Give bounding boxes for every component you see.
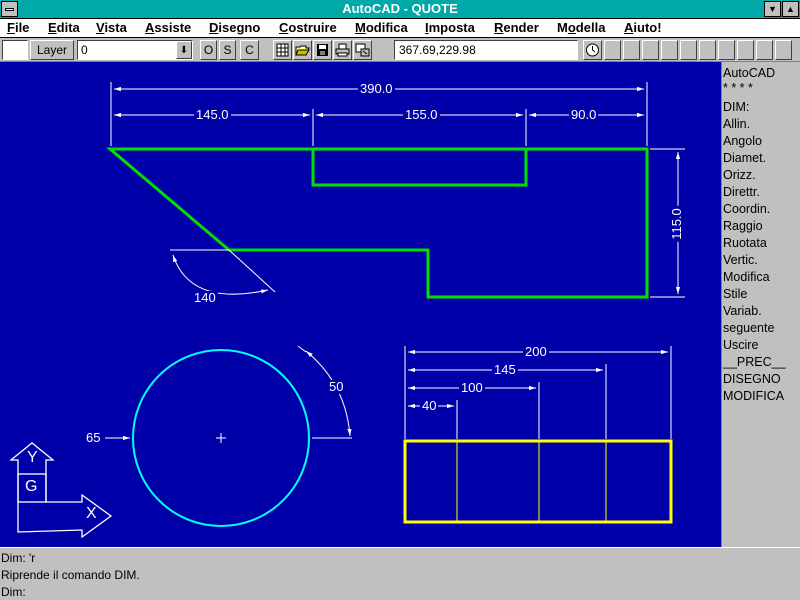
side-menu-modifica-caps[interactable]: MODIFICA — [723, 389, 785, 403]
toolbar-blank-button-6[interactable] — [699, 40, 716, 60]
toolbar-blank-button-2[interactable] — [623, 40, 640, 60]
layer-select[interactable]: 0 ⬇ — [77, 40, 193, 60]
dim-390: 390.0 — [358, 81, 395, 96]
side-menu-orizz[interactable]: Orizz. — [723, 168, 756, 182]
dim-200: 200 — [523, 344, 549, 359]
angle-dimension-lines — [170, 249, 276, 295]
maximize-button[interactable]: ▲ — [782, 1, 799, 17]
circle-dimension-lines — [105, 345, 352, 443]
toolbar-blank-button-7[interactable] — [718, 40, 735, 60]
dim-90: 90.0 — [569, 107, 599, 122]
toolbar-blank-button-3[interactable] — [642, 40, 659, 60]
dropdown-arrow-icon[interactable]: ⬇ — [176, 41, 192, 59]
menu-file[interactable]: File — [7, 20, 30, 35]
dim-145b: 145 — [492, 362, 518, 377]
green-slot[interactable] — [311, 147, 528, 187]
side-menu-prec[interactable]: __PREC__ — [723, 355, 786, 369]
menu-costruire[interactable]: Costruire — [279, 20, 337, 35]
layer-value: 0 — [81, 43, 88, 57]
drawing-canvas[interactable]: 390.0 145.0 155.0 90.0 115.0 140 50 65 2… — [0, 62, 721, 547]
command-history-line-1: Dim: 'r — [1, 551, 36, 565]
side-menu-disegno[interactable]: DISEGNO — [723, 372, 781, 386]
dim-145: 145.0 — [194, 107, 231, 122]
side-menu-header[interactable]: AutoCAD — [723, 66, 776, 80]
dim-155: 155.0 — [403, 107, 440, 122]
side-menu-allin[interactable]: Allin. — [723, 117, 751, 131]
title-bar: AutoCAD - QUOTE ▼ ▲ — [0, 0, 800, 19]
ucs-icon — [9, 442, 113, 539]
yellow-dimension-lines — [404, 346, 672, 439]
color-swatch[interactable] — [2, 40, 28, 60]
toolbar: Layer 0 ⬇ O S C 367.69,229.98 — [0, 38, 800, 62]
menu-modifica[interactable]: Modifica — [355, 20, 408, 35]
side-menu-raggio[interactable]: Raggio — [723, 219, 763, 233]
coordinate-display: 367.69,229.98 — [394, 40, 578, 60]
toolbar-blank-button-8[interactable] — [737, 40, 754, 60]
dim-angle-140: 140 — [192, 290, 218, 305]
grid-icon[interactable] — [273, 40, 292, 60]
side-menu-dim[interactable]: DIM: — [723, 100, 750, 114]
green-part-outline[interactable] — [105, 147, 649, 299]
cyan-circle[interactable] — [132, 349, 310, 527]
zoom-window-icon[interactable] — [353, 40, 372, 60]
coords-button[interactable]: C — [240, 40, 259, 60]
clock-icon[interactable] — [583, 40, 602, 60]
side-menu-stars[interactable]: * * * * — [723, 81, 753, 95]
toolbar-blank-button-1[interactable] — [604, 40, 621, 60]
menu-render[interactable]: Render — [494, 20, 539, 35]
ucs-x-label: X — [86, 505, 97, 522]
side-menu-modifica[interactable]: Modifica — [723, 270, 770, 284]
menu-edita[interactable]: Edita — [48, 20, 80, 35]
print-icon[interactable] — [333, 40, 352, 60]
side-menu-angolo[interactable]: Angolo — [723, 134, 762, 148]
side-menu-vertic[interactable]: Vertic. — [723, 253, 758, 267]
command-history-line-2: Riprende il comando DIM. — [1, 568, 140, 582]
menu-disegno[interactable]: Disegno — [209, 20, 261, 35]
snap-button[interactable]: S — [219, 40, 236, 60]
ucs-g-label: G — [25, 478, 38, 495]
side-menu-ruotata[interactable]: Ruotata — [723, 236, 767, 250]
command-line-area[interactable]: Dim: 'r Riprende il comando DIM. Dim: — [0, 547, 800, 600]
ortho-button[interactable]: O — [200, 40, 217, 60]
yellow-rectangle[interactable] — [403, 439, 673, 524]
side-menu-uscire[interactable]: Uscire — [723, 338, 759, 352]
toolbar-blank-button-5[interactable] — [680, 40, 697, 60]
ucs-y-label: Y — [27, 449, 38, 466]
side-menu-direttr[interactable]: Direttr. — [723, 185, 760, 199]
dim-100: 100 — [459, 380, 485, 395]
dim-radius-50: 50 — [327, 379, 346, 394]
side-menu-seguente[interactable]: seguente — [723, 321, 775, 335]
menu-assiste[interactable]: Assiste — [145, 20, 192, 35]
toolbar-blank-button-10[interactable] — [775, 40, 792, 60]
dim-40: 40 — [420, 398, 439, 413]
system-menu-button[interactable] — [1, 1, 18, 17]
open-folder-icon[interactable] — [293, 40, 312, 60]
dim-115: 115.0 — [668, 206, 684, 242]
side-menu-stile[interactable]: Stile — [723, 287, 748, 301]
side-menu-coordin[interactable]: Coordin. — [723, 202, 771, 216]
screen-menu: AutoCAD * * * * DIM: Allin. Angolo Diame… — [721, 62, 800, 547]
menu-imposta[interactable]: Imposta — [425, 20, 475, 35]
system-menu-icon — [5, 8, 14, 11]
save-disk-icon[interactable] — [313, 40, 332, 60]
menu-aiuto[interactable]: Aiuto! — [624, 20, 662, 35]
yellow-divisions — [456, 441, 607, 522]
menu-vista[interactable]: Vista — [96, 20, 127, 35]
toolbar-blank-button-9[interactable] — [756, 40, 773, 60]
window-title: AutoCAD - QUOTE — [342, 1, 458, 16]
side-menu-variab[interactable]: Variab. — [723, 304, 762, 318]
menu-bar: File Edita Vista Assiste Disegno Costrui… — [0, 19, 800, 38]
menu-modella[interactable]: Modella — [557, 20, 606, 35]
drawing-svg — [9, 82, 685, 539]
toolbar-blank-button-4[interactable] — [661, 40, 678, 60]
dim-65: 65 — [84, 430, 103, 445]
layer-button[interactable]: Layer — [30, 40, 74, 60]
side-menu-diamet[interactable]: Diamet. — [723, 151, 767, 165]
minimize-button[interactable]: ▼ — [764, 1, 781, 17]
command-prompt[interactable]: Dim: — [1, 585, 26, 599]
